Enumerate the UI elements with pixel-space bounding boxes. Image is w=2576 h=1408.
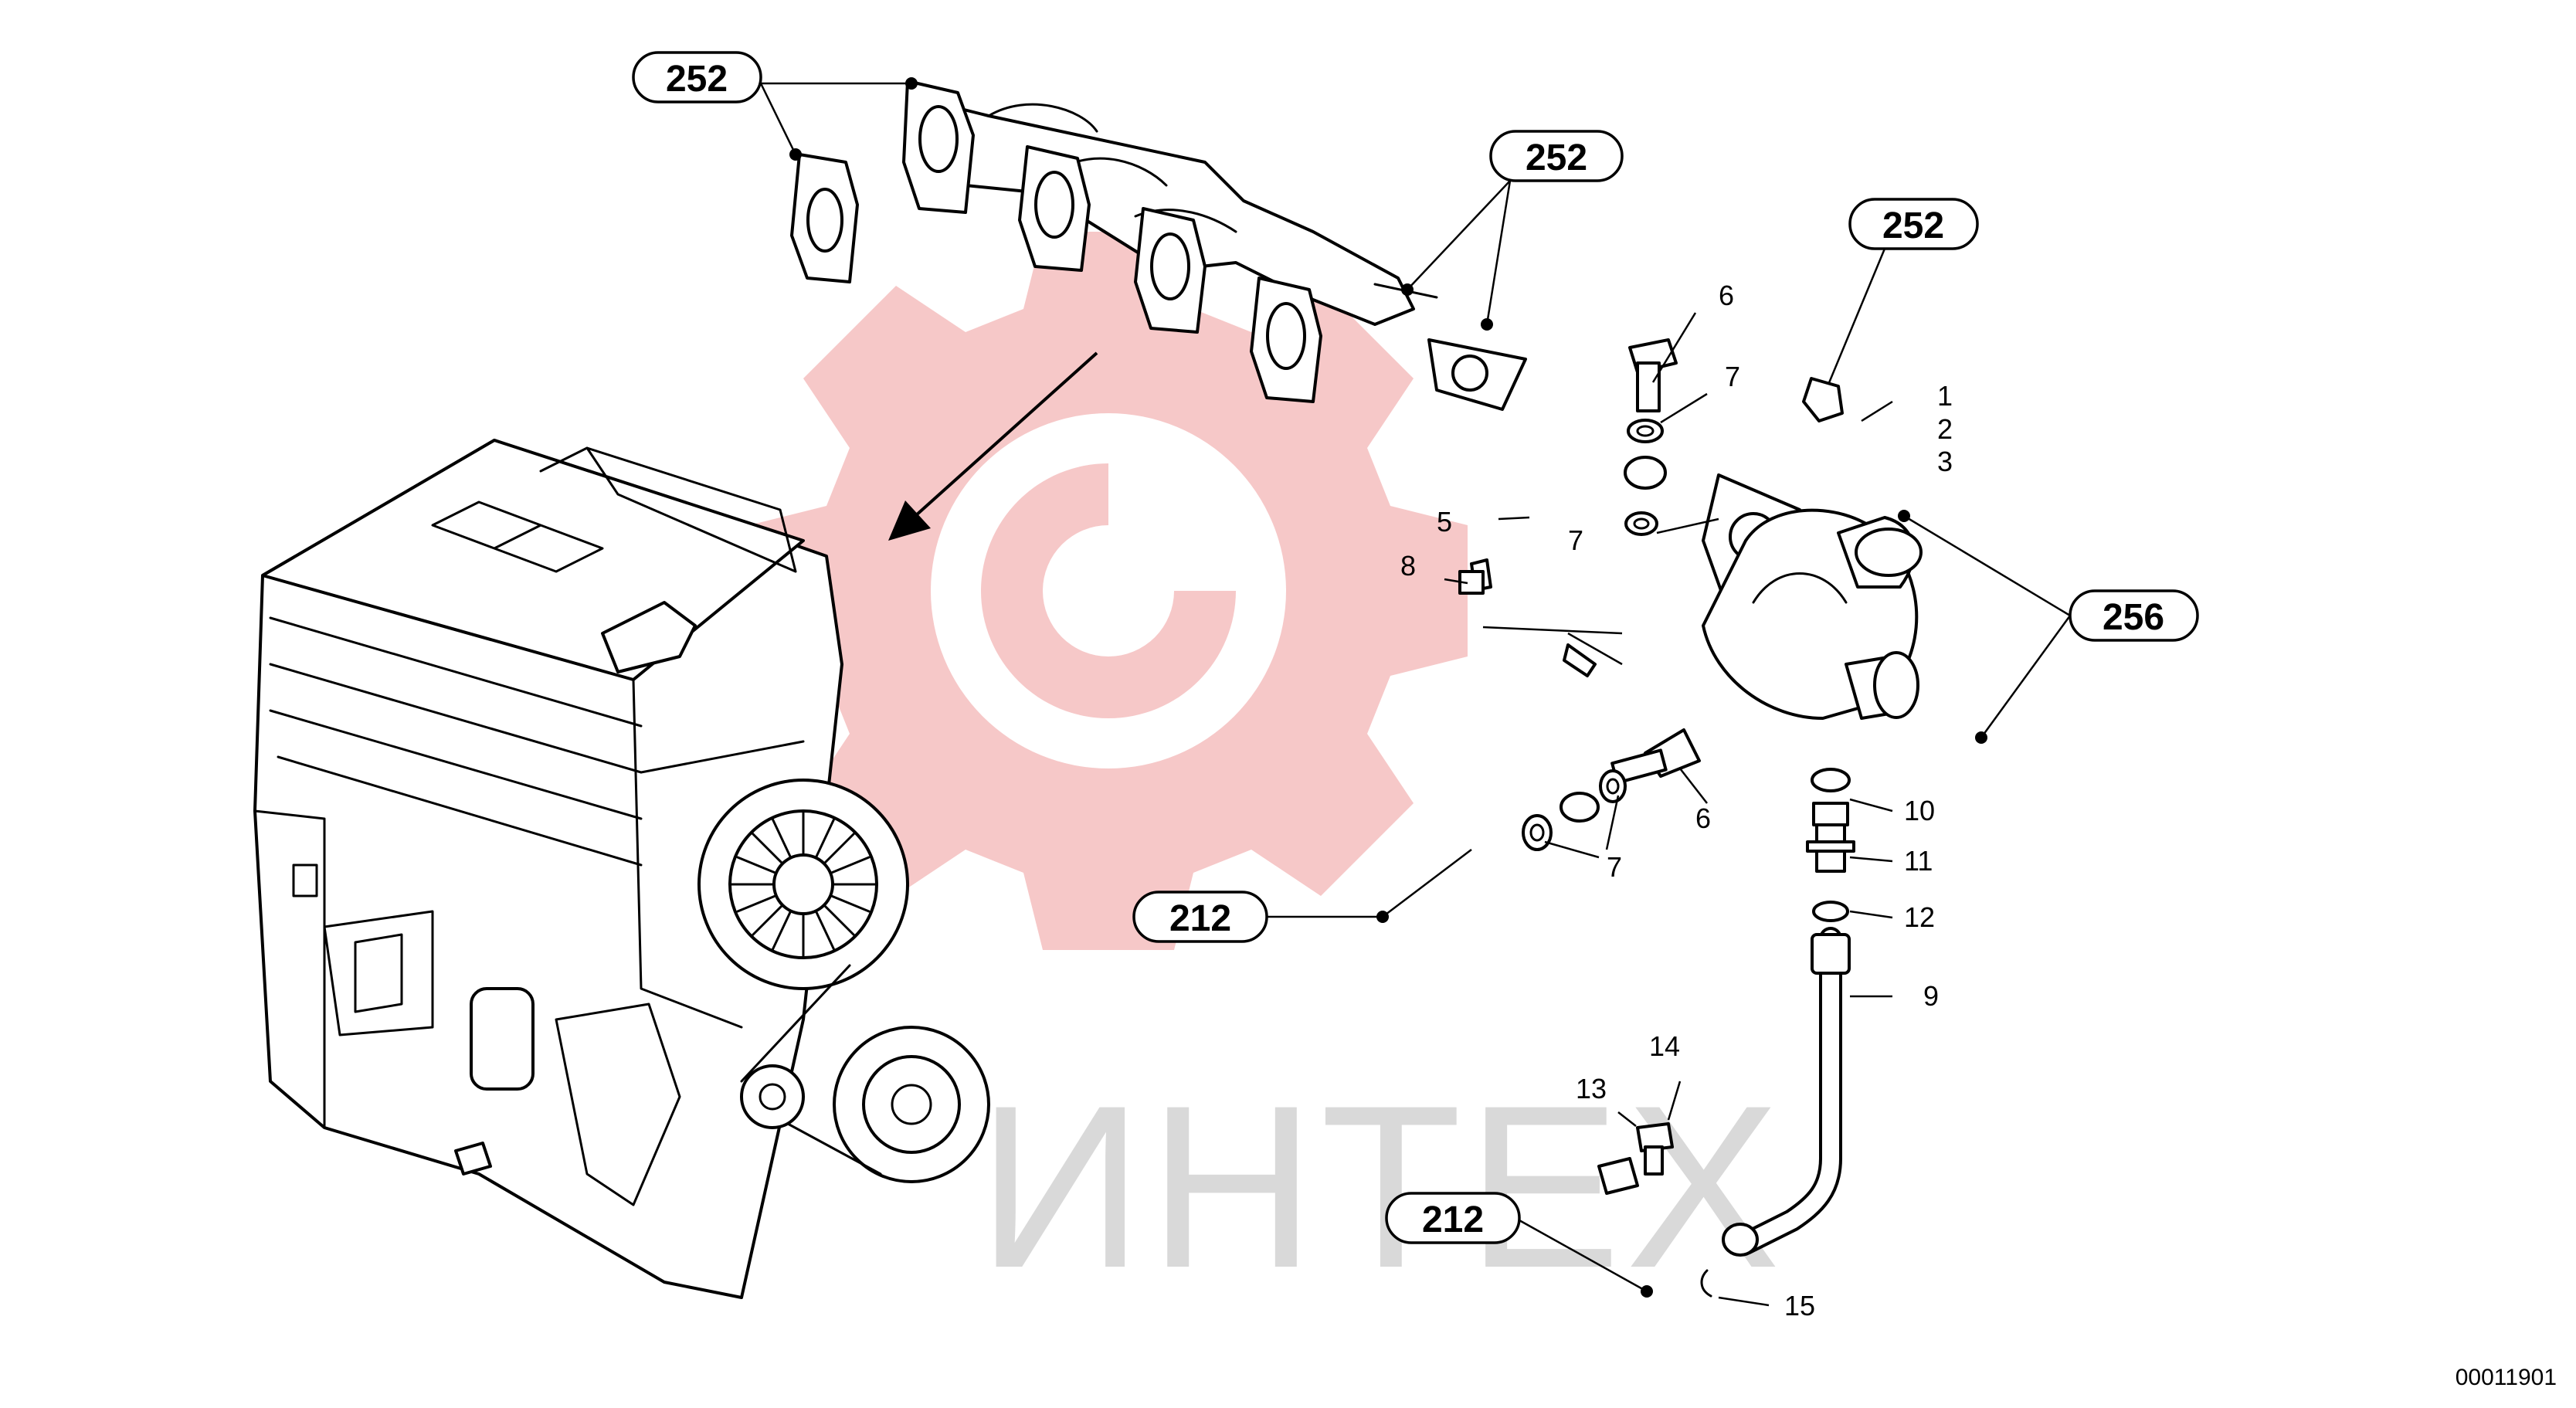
- part-number-6b: 6: [1695, 802, 1711, 834]
- banjo-bolt-icon: [1458, 338, 1701, 785]
- assembly-arrow: [888, 351, 1098, 541]
- part-number-13: 13: [1576, 1073, 1607, 1104]
- svg-text:252: 252: [1526, 137, 1587, 178]
- part-number-2: 2: [1937, 413, 1953, 445]
- part-number-7c: 7: [1607, 851, 1622, 883]
- part-number-11: 11: [1904, 845, 1933, 877]
- part-number-8: 8: [1400, 550, 1416, 582]
- part-number-7a: 7: [1725, 361, 1740, 392]
- ref-212-a: 212: [1132, 891, 1268, 943]
- exhaust-manifold-icon: [790, 80, 1527, 411]
- part-number-3: 3: [1937, 446, 1953, 477]
- gear-logo-icon: [749, 232, 1468, 950]
- svg-text:212: 212: [1169, 898, 1231, 939]
- watermark-text: ИНТЕХ: [977, 1057, 1785, 1316]
- oil-pipe-icon: [1516, 456, 1667, 823]
- ref-252-b: 252: [1489, 130, 1624, 182]
- ref-252-a: 252: [632, 51, 762, 103]
- engine-icon: [253, 439, 990, 1299]
- svg-text:252: 252: [666, 59, 728, 100]
- ref-leaders: [759, 77, 2072, 1298]
- oil-return-pipe-icon: [1597, 802, 1855, 1298]
- part-leaders: [1444, 312, 1893, 1307]
- part-number-14: 14: [1649, 1030, 1680, 1062]
- ref-256: 256: [2069, 589, 2199, 642]
- ref-212-b: 212: [1385, 1192, 1521, 1244]
- part-number-10: 10: [1904, 795, 1935, 826]
- turbocharger-icon: [1702, 508, 1923, 720]
- part-number-7b: 7: [1568, 524, 1583, 556]
- svg-text:252: 252: [1882, 205, 1944, 246]
- svg-text:212: 212: [1422, 1199, 1484, 1240]
- part-number-15: 15: [1784, 1290, 1815, 1321]
- part-number-5: 5: [1437, 506, 1452, 538]
- part-number-9: 9: [1923, 980, 1939, 1012]
- drawing-id: 00011901: [2456, 1365, 2557, 1390]
- ref-252-c: 252: [1848, 198, 1979, 250]
- svg-text:256: 256: [2103, 597, 2164, 638]
- part-number-12: 12: [1904, 901, 1935, 933]
- part-number-1: 1: [1937, 380, 1953, 412]
- part-number-labels: 1 2 3 5 6 6 7 7 7 8 9 10 11 12 13 14 15: [1400, 280, 1953, 1321]
- part-number-6a: 6: [1719, 280, 1734, 311]
- washer-icon: [1522, 419, 1851, 922]
